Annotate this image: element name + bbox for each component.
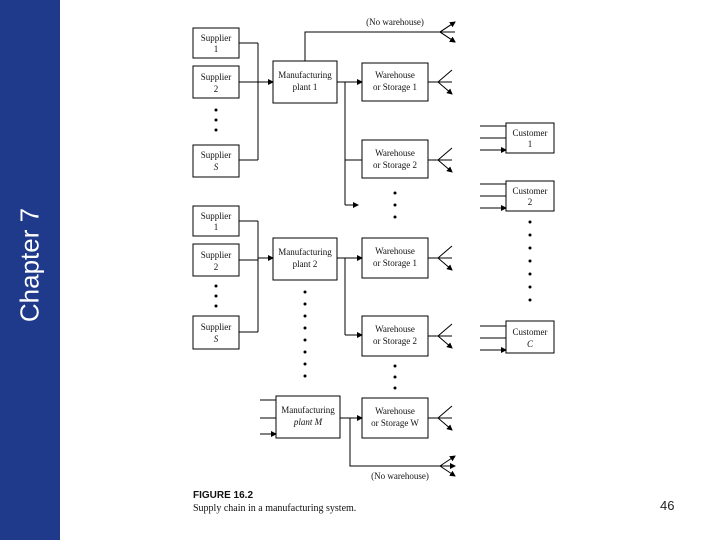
ellipsis-dots [393,191,397,219]
supplier-2-label: Supplier [201,72,232,82]
customer-1-label: Customer [513,128,548,138]
warehouse-w-label: Warehouse [375,406,415,416]
supplier-1b-label: Supplier [201,211,232,221]
plant-2-label: Manufacturing [278,247,332,257]
supplier-1b-box: Supplier 1 [192,205,240,237]
ellipsis-dots [528,220,532,302]
supplier-1b-number: 1 [214,222,219,232]
warehouse-1a-box: Warehouse or Storage 1 [361,62,429,102]
warehouse-w-box: Warehouse or Storage W [361,397,429,439]
supplier-1-label: Supplier [201,33,232,43]
plant-2-box: Manufacturing plant 2 [272,237,338,281]
warehouse-2b-box: Warehouse or Storage 2 [361,315,429,357]
ellipsis-dots [214,284,218,308]
supplier-1-number: 1 [214,44,219,54]
warehouse-1b-number: or Storage 1 [373,258,417,268]
page-number: 46 [660,498,675,513]
customer-2-number: 2 [528,197,533,207]
supplier-sb-label: Supplier [201,322,232,332]
warehouse-1b-label: Warehouse [375,246,415,256]
customer-c-label: Customer [513,327,548,337]
warehouse-1a-number: or Storage 1 [373,82,417,92]
customer-1-number: 1 [528,139,533,149]
supplier-s-label: Supplier [201,150,232,160]
warehouse-2b-label: Warehouse [375,324,415,334]
supplier-sb-box: Supplier S [192,315,240,350]
plant-1-label: Manufacturing [278,70,332,80]
supplier-2b-box: Supplier 2 [192,243,240,277]
warehouse-w-number: or Storage W [371,418,419,428]
supplier-sb-number: S [214,334,219,344]
ellipsis-dots [393,364,397,390]
ellipsis-dots [214,108,218,132]
plant-1-number: plant 1 [293,82,318,92]
sidebar: Chapter 7 [0,0,60,540]
figure-caption-text: Supply chain in a manufacturing system. [193,503,357,514]
warehouse-2a-number: or Storage 2 [373,160,417,170]
ellipsis-dots [303,290,307,378]
no-warehouse-top-label: (No warehouse) [366,17,424,27]
customer-c-number: C [527,339,534,349]
supplier-2-number: 2 [214,84,219,94]
customer-c-box: Customer C [505,320,555,354]
plant-2-number: plant 2 [293,259,318,269]
supplier-2b-number: 2 [214,262,219,272]
plant-m-number: plant M [293,417,323,427]
customer-2-box: Customer 2 [505,180,555,212]
plant-m-box: Manufacturing plant M [275,395,341,439]
customer-2-label: Customer [513,186,548,196]
warehouse-2b-number: or Storage 2 [373,336,417,346]
supplier-s-box: Supplier S [192,144,240,178]
customer-1-box: Customer 1 [505,122,555,154]
warehouse-2a-label: Warehouse [375,148,415,158]
no-warehouse-bottom-label: (No warehouse) [371,471,429,481]
supplier-s-number: S [214,162,219,172]
supplier-2b-label: Supplier [201,250,232,260]
warehouse-1b-box: Warehouse or Storage 1 [361,237,429,279]
plant-1-box: Manufacturing plant 1 [272,60,338,104]
warehouse-2a-box: Warehouse or Storage 2 [361,139,429,179]
warehouse-1a-label: Warehouse [375,70,415,80]
supplier-1-box: Supplier 1 [192,27,240,59]
supplier-2-box: Supplier 2 [192,65,240,99]
figure-caption-title: FIGURE 16.2 [193,490,254,501]
plant-m-label: Manufacturing [281,405,335,415]
